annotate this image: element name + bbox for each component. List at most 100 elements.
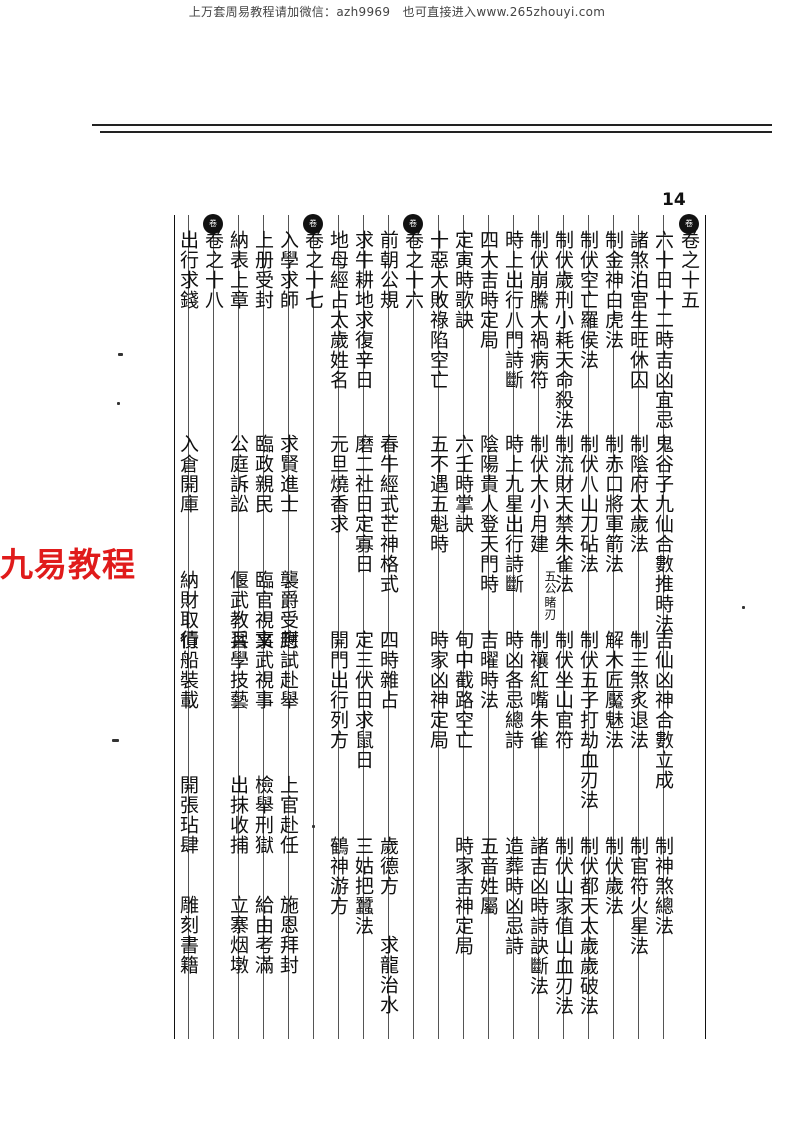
volume-heading: 卷之十七 <box>302 230 324 310</box>
header-note: 上万套周易教程请加微信：azh9969 也可直接进入www.265zhouyi.… <box>188 5 606 19</box>
toc-entry: 出抹收捕 <box>227 775 249 855</box>
toc-entry: 制伏空亡羅侯法 <box>577 230 599 370</box>
toc-column-2: 六十日十二時吉凶宜忌鬼谷子九仙合數推時法吉仙凶神合數立成制神煞總法 <box>651 230 675 1038</box>
watermark: 九易教程 <box>0 545 136 584</box>
toc-entry: 六十日十二時吉凶宜忌 <box>652 230 674 430</box>
page-number: 14 <box>662 190 686 210</box>
scan-speck <box>112 739 119 742</box>
table-of-contents-frame <box>174 215 706 1039</box>
toc-entry: 制官符火星法 <box>627 836 649 956</box>
column-divider <box>363 215 364 1039</box>
toc-entry: 行船裝載 <box>177 630 199 710</box>
toc-entry: 偃武教兵 <box>227 570 249 650</box>
toc-entry: 時上九星出行詩斷 <box>502 434 524 594</box>
toc-entry: 制流財天禁朱雀法 <box>552 434 574 594</box>
scan-speck <box>117 402 120 405</box>
toc-entry: 制伏崩騰大禍病符 <box>527 230 549 390</box>
column-divider <box>188 215 189 1039</box>
toc-column-6: 制伏歲刑小耗天命殺法制流財天禁朱雀法制伏坐山官符制伏山家值山血刃法 <box>551 230 575 1038</box>
toc-column-17: 入學求師求賢進士襲爵受封應試赴舉上官赴任施恩拜封 <box>276 230 300 1038</box>
toc-entry: 時家凶神定局 <box>427 630 449 750</box>
column-divider <box>463 215 464 1039</box>
toc-entry: 立寨烟墩 <box>227 895 249 975</box>
toc-entry: 開門出行列方 <box>327 630 349 750</box>
toc-entry: 制伏八山刀砧法 <box>577 434 599 574</box>
toc-column-5: 制伏空亡羅侯法制伏八山刀砧法制伏五子打劫血刃法制伏都天太歲歲破法 <box>576 230 600 1038</box>
toc-entry: 諸吉凶時詩訣斷法 <box>527 836 549 996</box>
toc-entry: 六壬時掌訣 <box>452 434 474 534</box>
toc-entry: 歲德方 <box>377 836 399 896</box>
toc-column-3: 諸煞泊宫生旺休囚制陰府太歲法制三煞炙退法制官符火星法 <box>626 230 650 1038</box>
toc-entry: 入學求師 <box>277 230 299 310</box>
toc-entry: 四時雜占 <box>377 630 399 710</box>
toc-entry: 應試赴舉 <box>277 630 299 710</box>
toc-entry: 習學技藝 <box>227 630 249 710</box>
column-divider <box>613 215 614 1039</box>
scan-speck <box>742 606 745 609</box>
toc-entry: 時家吉神定局 <box>452 836 474 956</box>
column-divider <box>388 215 389 1039</box>
column-divider <box>588 215 589 1039</box>
toc-column-19: 納表上章公庭訴訟偃武教兵習學技藝出抹收捕立寨烟墩 <box>226 230 250 1038</box>
toc-entry: 四大吉時定局 <box>477 230 499 350</box>
toc-entry: 制伏坐山官符 <box>552 630 574 750</box>
column-divider <box>213 215 214 1039</box>
toc-entry: 制伏歲法 <box>602 836 624 916</box>
column-divider <box>563 215 564 1039</box>
top-rule <box>92 124 772 126</box>
column-divider <box>638 215 639 1039</box>
toc-entry: 陰陽貴人登天門時 <box>477 434 499 594</box>
column-divider <box>238 215 239 1039</box>
volume-marker-icon: 卷 <box>679 214 699 234</box>
toc-entry: 定寅時歌訣 <box>452 230 474 330</box>
toc-column-16: 卷之十七 <box>301 230 325 1038</box>
toc-entry: 元旦燒香求 <box>327 434 349 534</box>
toc-entry: 制伏山家值山血刃法 <box>552 836 574 1016</box>
toc-entry: 時上出行八門詩斷 <box>502 230 524 390</box>
toc-entry: 制陰府太歲法 <box>627 434 649 554</box>
toc-entry: 給由考滿 <box>252 895 274 975</box>
volume-heading: 卷之十五 <box>678 230 700 310</box>
toc-entry: 求牛耕地求復辛日 <box>352 230 374 390</box>
toc-entry: 鶴神游方 <box>327 836 349 916</box>
annotation-note: 五公 <box>543 570 557 594</box>
toc-entry: 制神煞總法 <box>652 836 674 936</box>
toc-entry: 三姑把蠶法 <box>352 836 374 936</box>
top-rule-second <box>100 131 772 133</box>
toc-entry: 制金神白虎法 <box>602 230 624 350</box>
toc-entry: 制三煞炙退法 <box>627 630 649 750</box>
toc-entry: 五不遇五魁時 <box>427 434 449 554</box>
toc-entry: 求賢進士 <box>277 434 299 514</box>
toc-entry: 吉曜時法 <box>477 630 499 710</box>
volume-heading: 卷之十六 <box>402 230 424 310</box>
toc-entry: 地母經占太歲姓名 <box>327 230 349 390</box>
toc-entry: 五音姓屬 <box>477 836 499 916</box>
toc-entry: 前朝公規 <box>377 230 399 310</box>
toc-column-9: 四大吉時定局陰陽貴人登天門時吉曜時法五音姓屬 <box>476 230 500 1038</box>
toc-entry: 襲爵受封 <box>277 570 299 650</box>
toc-entry: 鬼谷子九仙合數推時法 <box>652 434 674 634</box>
toc-entry: 求龍治水 <box>377 935 399 1015</box>
toc-entry: 雕刻書籍 <box>177 895 199 975</box>
toc-column-20: 卷之十八 <box>201 230 225 1038</box>
annotation-note: 睹刃 <box>543 596 557 620</box>
toc-column-7: 制伏崩騰大禍病符制伏大小月建制禳紅嘴朱雀諸吉凶時詩訣斷法五公睹刃 <box>526 230 557 1038</box>
toc-entry: 解木匠魘魅法 <box>602 630 624 750</box>
toc-column-21: 出行求錢入倉開庫納財取債行船裝載開張玷肆雕刻書籍 <box>176 230 200 1038</box>
column-divider <box>488 215 489 1039</box>
column-divider <box>263 215 264 1039</box>
toc-entry: 春牛經式芒神格式 <box>377 434 399 594</box>
toc-entry: 諸煞泊宫生旺休囚 <box>627 230 649 390</box>
toc-entry: 定三伏日求鼠日 <box>352 630 374 770</box>
toc-entry: 旬中截路空亡 <box>452 630 474 750</box>
toc-column-13: 前朝公規春牛經式芒神格式四時雜占歲德方求龍治水 <box>376 230 400 1038</box>
toc-entry: 上官赴任 <box>277 775 299 855</box>
volume-heading: 卷之十八 <box>202 230 224 310</box>
toc-entry: 公庭訴訟 <box>227 434 249 514</box>
column-divider <box>663 215 664 1039</box>
toc-entry: 制伏都天太歲歲破法 <box>577 836 599 1016</box>
scan-speck <box>118 353 123 356</box>
toc-entry: 十惡大敗祿陷空亡 <box>427 230 449 390</box>
toc-entry: 臨官視事 <box>252 570 274 650</box>
column-divider <box>538 215 539 1039</box>
